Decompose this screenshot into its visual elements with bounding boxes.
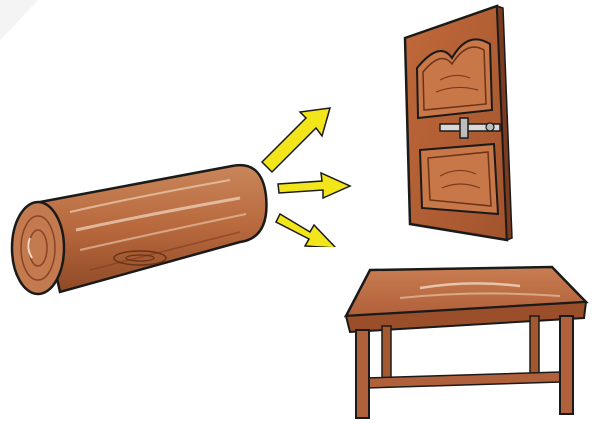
arrow-icon: [260, 107, 332, 174]
wood-log-icon: [10, 163, 268, 296]
wooden-door-icon: [403, 4, 513, 242]
wooden-table-icon: [343, 265, 589, 419]
arrow-icon: [274, 212, 338, 249]
arrow-icon: [277, 171, 352, 200]
blank-patch: [258, 247, 342, 285]
watermark-stroke: [0, 0, 38, 40]
